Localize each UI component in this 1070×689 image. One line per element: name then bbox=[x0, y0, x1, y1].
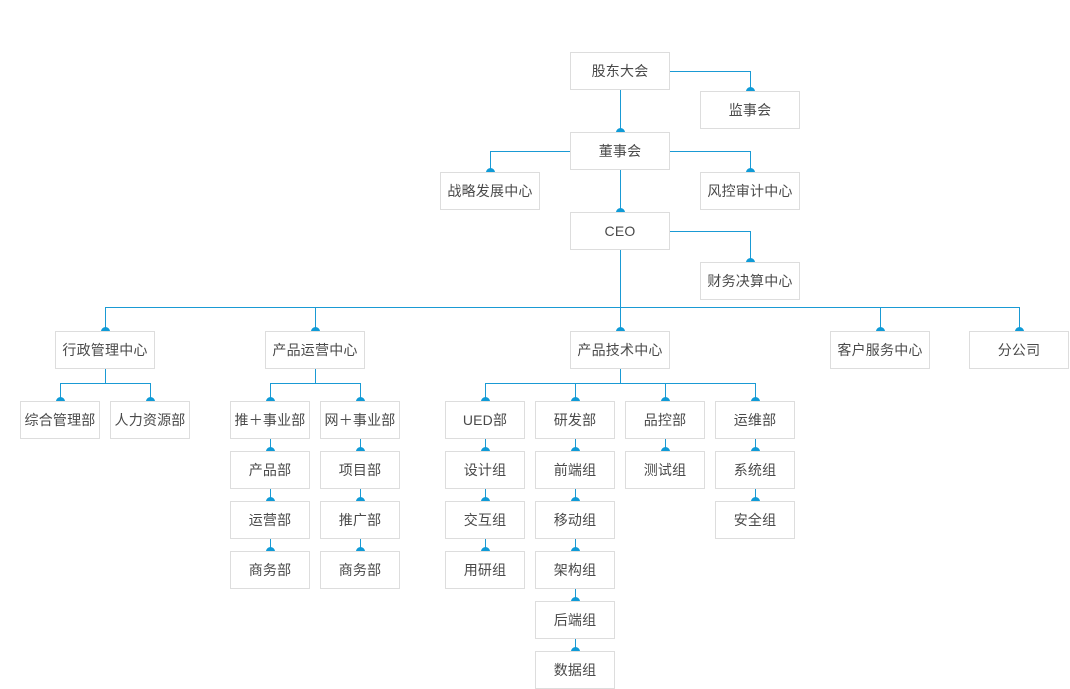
node-wang-plus-division[interactable]: 网＋事业部 bbox=[320, 401, 400, 439]
connector-shareholders-to-board bbox=[620, 90, 621, 132]
connector-interaction-to-user-research bbox=[485, 539, 486, 551]
node-frontend-group[interactable]: 前端组 bbox=[535, 451, 615, 489]
node-admin-center[interactable]: 行政管理中心 bbox=[55, 331, 155, 369]
connector-project-to-promotion bbox=[360, 489, 361, 501]
connector-product-tech-bus bbox=[485, 383, 755, 384]
connector-qc-to-test bbox=[665, 439, 666, 451]
node-security-group[interactable]: 安全组 bbox=[715, 501, 795, 539]
node-project-dept[interactable]: 项目部 bbox=[320, 451, 400, 489]
node-finance-settlement-center[interactable]: 财务决算中心 bbox=[700, 262, 800, 300]
connector-tui-to-product bbox=[270, 439, 271, 451]
node-system-group[interactable]: 系统组 bbox=[715, 451, 795, 489]
node-ceo[interactable]: CEO bbox=[570, 212, 670, 250]
node-product-tech-center[interactable]: 产品技术中心 bbox=[570, 331, 670, 369]
node-business-dept-1[interactable]: 商务部 bbox=[230, 551, 310, 589]
node-ops-maintenance-dept[interactable]: 运维部 bbox=[715, 401, 795, 439]
connector-board-to-strategy-v bbox=[490, 151, 491, 172]
node-test-group[interactable]: 测试组 bbox=[625, 451, 705, 489]
connector-wang-to-project bbox=[360, 439, 361, 451]
connector-bus-to-product-tech bbox=[620, 307, 621, 331]
connector-rnd-to-frontend bbox=[575, 439, 576, 451]
connector-ued-to-design bbox=[485, 439, 486, 451]
node-architecture-group[interactable]: 架构组 bbox=[535, 551, 615, 589]
connector-admin-to-general bbox=[60, 383, 61, 401]
connector-board-to-ceo bbox=[620, 170, 621, 212]
node-promotion-dept[interactable]: 推广部 bbox=[320, 501, 400, 539]
node-backend-group[interactable]: 后端组 bbox=[535, 601, 615, 639]
node-customer-service-center[interactable]: 客户服务中心 bbox=[830, 331, 930, 369]
connector-tech-to-qc bbox=[665, 383, 666, 401]
node-tui-plus-division[interactable]: 推＋事业部 bbox=[230, 401, 310, 439]
node-rnd-dept[interactable]: 研发部 bbox=[535, 401, 615, 439]
connector-tech-to-ops-maintenance bbox=[755, 383, 756, 401]
node-business-dept-2[interactable]: 商务部 bbox=[320, 551, 400, 589]
connector-frontend-to-mobile bbox=[575, 489, 576, 501]
connector-board-to-strategy-h bbox=[490, 151, 570, 152]
connector-architecture-to-backend bbox=[575, 589, 576, 601]
connector-bus-to-admin bbox=[105, 307, 106, 331]
connector-product-ops-bus bbox=[270, 383, 360, 384]
connector-product-ops-stem bbox=[315, 369, 316, 383]
node-product-ops-center[interactable]: 产品运营中心 bbox=[265, 331, 365, 369]
node-shareholders-meeting[interactable]: 股东大会 bbox=[570, 52, 670, 90]
node-design-group[interactable]: 设计组 bbox=[445, 451, 525, 489]
connector-design-to-interaction bbox=[485, 489, 486, 501]
node-operations-dept[interactable]: 运营部 bbox=[230, 501, 310, 539]
connector-shareholders-to-supervisory-v bbox=[750, 71, 751, 91]
connector-system-to-security bbox=[755, 489, 756, 501]
connector-bus-to-product-ops bbox=[315, 307, 316, 331]
node-interaction-group[interactable]: 交互组 bbox=[445, 501, 525, 539]
node-strategy-development-center[interactable]: 战略发展中心 bbox=[440, 172, 540, 210]
node-risk-audit-center[interactable]: 风控审计中心 bbox=[700, 172, 800, 210]
node-hr-dept[interactable]: 人力资源部 bbox=[110, 401, 190, 439]
connector-admin-stem bbox=[105, 369, 106, 383]
node-board-of-directors[interactable]: 董事会 bbox=[570, 132, 670, 170]
node-general-admin-dept[interactable]: 综合管理部 bbox=[20, 401, 100, 439]
node-supervisory-board[interactable]: 监事会 bbox=[700, 91, 800, 129]
connector-ops-to-system bbox=[755, 439, 756, 451]
connector-board-to-risk-h bbox=[670, 151, 750, 152]
connector-tech-to-ued bbox=[485, 383, 486, 401]
node-data-group[interactable]: 数据组 bbox=[535, 651, 615, 689]
node-branch-company[interactable]: 分公司 bbox=[969, 331, 1069, 369]
connector-shareholders-to-supervisory-h bbox=[670, 71, 750, 72]
connector-bus-to-branch bbox=[1019, 307, 1020, 331]
connector-product-to-operations bbox=[270, 489, 271, 501]
connector-promotion-to-business2 bbox=[360, 539, 361, 551]
connector-ops-to-tui bbox=[270, 383, 271, 401]
connector-admin-bus bbox=[60, 383, 150, 384]
connector-product-tech-stem bbox=[620, 369, 621, 383]
connector-bus-to-customer-service bbox=[880, 307, 881, 331]
connector-ceo-to-finance-v bbox=[750, 231, 751, 262]
connector-ceo-to-bus bbox=[620, 250, 621, 307]
connector-board-to-risk-v bbox=[750, 151, 751, 172]
node-user-research-group[interactable]: 用研组 bbox=[445, 551, 525, 589]
connector-operations-to-business1 bbox=[270, 539, 271, 551]
node-ued-dept[interactable]: UED部 bbox=[445, 401, 525, 439]
connector-tech-to-rnd bbox=[575, 383, 576, 401]
node-mobile-group[interactable]: 移动组 bbox=[535, 501, 615, 539]
connector-mobile-to-architecture bbox=[575, 539, 576, 551]
connector-ceo-to-finance-h bbox=[670, 231, 750, 232]
connector-ops-to-wang bbox=[360, 383, 361, 401]
connector-admin-to-hr bbox=[150, 383, 151, 401]
connector-backend-to-data bbox=[575, 639, 576, 651]
node-product-dept[interactable]: 产品部 bbox=[230, 451, 310, 489]
node-qc-dept[interactable]: 品控部 bbox=[625, 401, 705, 439]
connector-main-bus bbox=[105, 307, 1020, 308]
